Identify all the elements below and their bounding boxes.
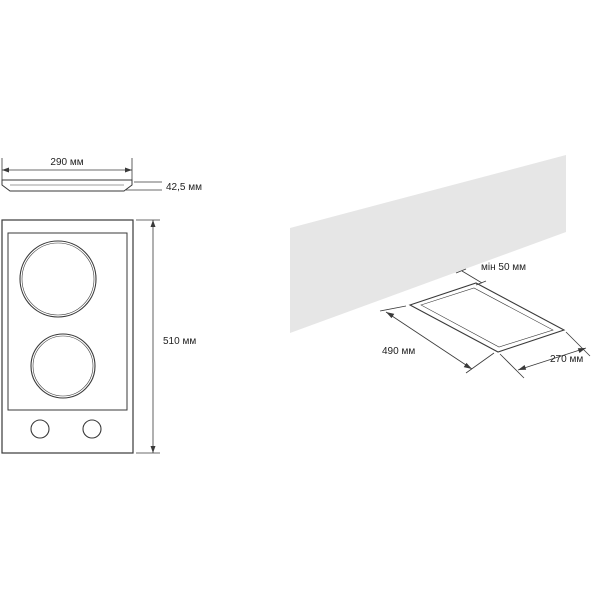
burner-top-inner bbox=[21, 242, 95, 316]
burner-top-outer bbox=[19, 240, 97, 318]
min-gap-tick-bottom bbox=[475, 280, 487, 286]
cutout-width-label: 270 мм bbox=[550, 354, 583, 365]
cutout-depth-ext-bottom bbox=[465, 352, 495, 374]
control-knob-left bbox=[30, 419, 50, 439]
min-gap-tick-top bbox=[455, 268, 467, 274]
installation-perspective: мін 50 мм 490 мм 270 мм bbox=[290, 155, 591, 379]
burner-bottom-outer bbox=[30, 333, 96, 399]
width-arrow-left bbox=[2, 167, 9, 173]
cutout-width-dimension-line bbox=[517, 347, 587, 371]
hob-width-label: 290 мм bbox=[50, 157, 83, 168]
control-knob-right bbox=[82, 419, 102, 439]
cutout-width-ext-left bbox=[499, 353, 525, 379]
wall-panel bbox=[290, 155, 566, 333]
cutout-width-ext-right bbox=[565, 331, 591, 357]
cutout-depth-arrow-top bbox=[386, 312, 395, 319]
cutout-width-arrow-left bbox=[518, 365, 527, 370]
cutout-depth-ext-top bbox=[379, 305, 407, 312]
cutout-depth-label: 490 мм bbox=[382, 346, 415, 357]
min-gap-line bbox=[461, 270, 483, 284]
hob-glass-panel bbox=[7, 232, 128, 411]
hob-side-profile: 290 мм 42,5 мм bbox=[1, 157, 202, 193]
hob-height-label: 42,5 мм bbox=[166, 182, 202, 193]
cutout-width-arrow-right bbox=[577, 348, 586, 353]
hob-depth-label: 510 мм bbox=[163, 336, 196, 347]
cutout-depth-arrow-bottom bbox=[463, 362, 472, 369]
depth-arrow-bottom bbox=[150, 446, 156, 453]
width-arrow-right bbox=[125, 167, 132, 173]
burner-bottom-inner bbox=[32, 335, 94, 397]
cutout-inner bbox=[420, 287, 554, 348]
hob-profile-shape bbox=[1, 179, 133, 192]
depth-arrow-top bbox=[150, 220, 156, 227]
hob-top-view: 510 мм bbox=[1, 219, 196, 454]
hob-outline bbox=[1, 219, 134, 454]
min-gap-label: мін 50 мм bbox=[481, 262, 526, 273]
cutout-depth-dimension-line bbox=[385, 311, 473, 370]
